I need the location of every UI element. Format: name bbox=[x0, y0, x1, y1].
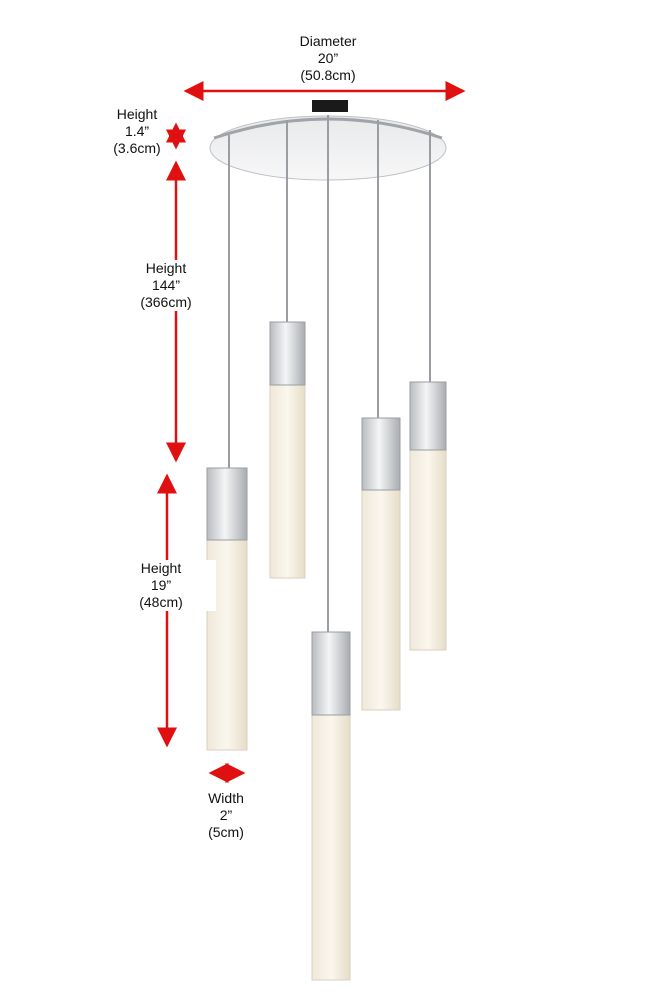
dimension-name: Width bbox=[208, 790, 244, 806]
dimension-imperial: 2” bbox=[219, 807, 233, 823]
pendant-height-label: Height 19” (48cm) bbox=[106, 560, 216, 611]
dimension-metric: (48cm) bbox=[139, 594, 183, 610]
dimension-name: Height bbox=[116, 106, 158, 122]
overall-height-label: Height 144” (366cm) bbox=[106, 260, 226, 311]
dimension-metric: (3.6cm) bbox=[113, 140, 161, 156]
dimension-metric: (5cm) bbox=[208, 824, 244, 840]
dimension-name: Diameter bbox=[299, 33, 357, 49]
pendant-5 bbox=[409, 381, 447, 651]
pendant-4 bbox=[361, 417, 401, 711]
pendant-1 bbox=[206, 467, 248, 751]
dimension-metric: (366cm) bbox=[140, 294, 192, 310]
pendant-width-label: Width 2” (5cm) bbox=[166, 790, 286, 841]
dimension-metric: (50.8cm) bbox=[300, 67, 356, 83]
pendant-2 bbox=[269, 321, 306, 579]
canopy-mount-block bbox=[312, 100, 348, 112]
dimension-name: Height bbox=[140, 560, 182, 576]
dimension-imperial: 144” bbox=[151, 277, 181, 293]
dimension-imperial: 20” bbox=[317, 50, 339, 66]
dimension-imperial: 1.4” bbox=[124, 123, 150, 139]
suspension-cables bbox=[228, 115, 431, 632]
dimension-name: Height bbox=[145, 260, 187, 276]
canopy-height-label: Height 1.4” (3.6cm) bbox=[77, 106, 197, 157]
pendant-3 bbox=[311, 631, 351, 981]
dimension-imperial: 19” bbox=[150, 577, 172, 593]
diameter-label: Diameter 20” (50.8cm) bbox=[268, 33, 388, 84]
